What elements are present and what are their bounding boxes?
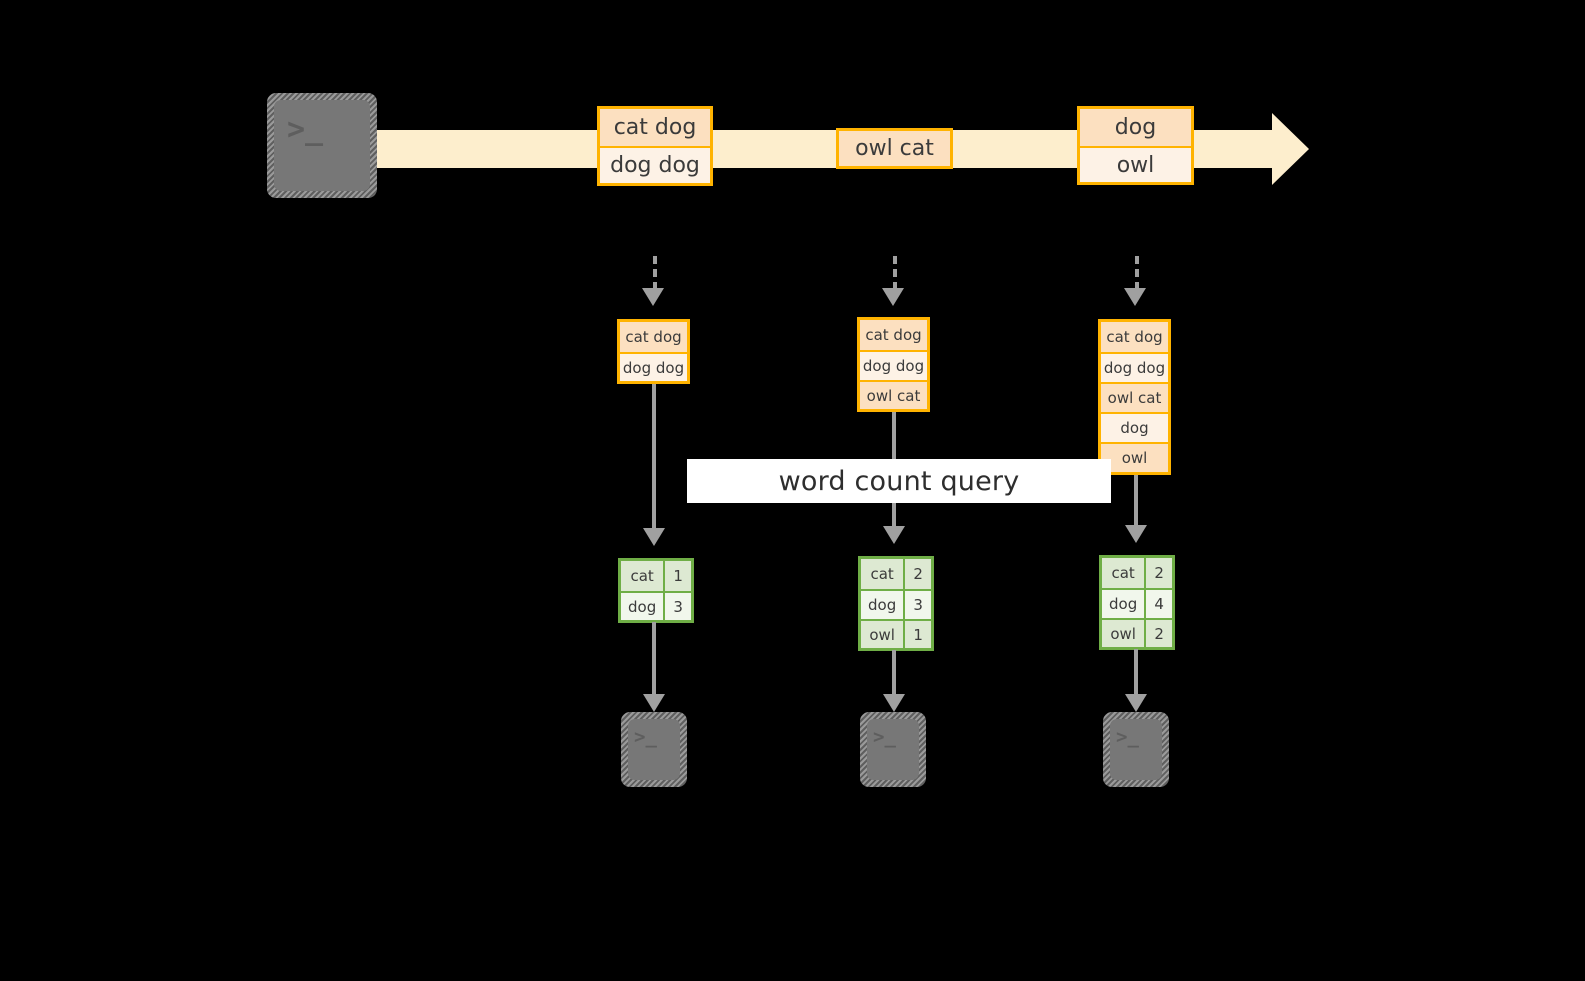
sink-terminal-icon-t1: >_ — [621, 712, 687, 787]
result-table-t2: cat 2 dog 3 owl 1 — [858, 556, 934, 651]
arrow-head-icon-t3-query — [1125, 525, 1147, 543]
stream-batch-2: owl cat — [836, 128, 953, 169]
arrow-right-icon — [1272, 113, 1309, 185]
arrow-head-icon-t2-sink — [883, 694, 905, 712]
table-row: cat 1 — [621, 561, 691, 591]
sink-terminal-icon-t2: >_ — [860, 712, 926, 787]
result-table-t3: cat 2 dog 4 owl 2 — [1099, 555, 1175, 650]
word-cell: cat — [621, 561, 664, 591]
record-cell: owl cat — [860, 380, 927, 409]
flow-line-t3-sink — [1134, 649, 1138, 700]
query-banner-label: word count query — [778, 465, 1020, 497]
arrow-down-dashed-icon-t2 — [893, 256, 897, 290]
arrow-head-icon-t3-in — [1124, 288, 1146, 306]
record-cell: dog dog — [860, 350, 927, 380]
count-cell: 3 — [663, 593, 691, 620]
result-table-t1: cat 1 dog 3 — [618, 558, 694, 623]
record-cell: owl cat — [839, 131, 950, 166]
input-records-t3: cat dog dog dog owl cat dog owl — [1098, 319, 1171, 475]
count-cell: 1 — [663, 561, 691, 591]
table-row: cat 2 — [861, 559, 931, 589]
record-cell: cat dog — [860, 320, 927, 350]
word-cell: dog — [1102, 590, 1145, 618]
word-cell: owl — [1102, 620, 1145, 647]
table-row: owl 2 — [1102, 618, 1172, 647]
count-cell: 2 — [1144, 558, 1172, 588]
arrow-head-icon-t1-query — [643, 528, 665, 546]
table-row: dog 4 — [1102, 588, 1172, 618]
record-cell: dog — [1101, 412, 1168, 442]
table-row: cat 2 — [1102, 558, 1172, 588]
source-terminal-icon: >_ — [267, 93, 377, 198]
arrow-head-icon-t3-sink — [1125, 694, 1147, 712]
count-cell: 2 — [1144, 620, 1172, 647]
count-cell: 1 — [903, 621, 931, 648]
arrow-head-icon-t2-query — [883, 526, 905, 544]
record-cell: owl — [1080, 146, 1191, 182]
word-cell: owl — [861, 621, 904, 648]
sink-terminal-icon-t3: >_ — [1103, 712, 1169, 787]
record-cell: owl — [1101, 442, 1168, 472]
stream-batch-1: cat dog dog dog — [597, 106, 713, 186]
word-cell: cat — [1102, 558, 1145, 588]
word-cell: dog — [621, 593, 664, 620]
query-banner: word count query — [687, 459, 1111, 503]
input-records-t1: cat dog dog dog — [617, 319, 690, 384]
table-row: owl 1 — [861, 619, 931, 648]
record-cell: cat dog — [620, 322, 687, 352]
record-cell: owl cat — [1101, 382, 1168, 412]
record-cell: dog dog — [620, 352, 687, 381]
table-row: dog 3 — [621, 591, 691, 620]
arrow-down-dashed-icon-t3 — [1135, 256, 1139, 290]
word-cell: cat — [861, 559, 904, 589]
arrow-head-icon-t1-in — [642, 288, 664, 306]
arrow-head-icon-t2-in — [882, 288, 904, 306]
record-cell: dog — [1080, 109, 1191, 146]
count-cell: 4 — [1144, 590, 1172, 618]
arrow-head-icon-t1-sink — [643, 694, 665, 712]
word-cell: dog — [861, 591, 904, 619]
flow-line-t3-query — [1134, 475, 1138, 533]
record-cell: dog dog — [1101, 352, 1168, 382]
record-cell: dog dog — [600, 146, 710, 183]
record-cell: cat dog — [1101, 322, 1168, 352]
stream-batch-3: dog owl — [1077, 106, 1194, 185]
arrow-down-dashed-icon-t1 — [653, 256, 657, 290]
record-cell: cat dog — [600, 109, 710, 146]
flow-line-t1-sink — [652, 622, 656, 700]
input-records-t2: cat dog dog dog owl cat — [857, 317, 930, 412]
flow-line-t2-sink — [892, 650, 896, 700]
count-cell: 2 — [903, 559, 931, 589]
table-row: dog 3 — [861, 589, 931, 619]
flow-line-t1-query — [652, 384, 656, 534]
count-cell: 3 — [903, 591, 931, 619]
